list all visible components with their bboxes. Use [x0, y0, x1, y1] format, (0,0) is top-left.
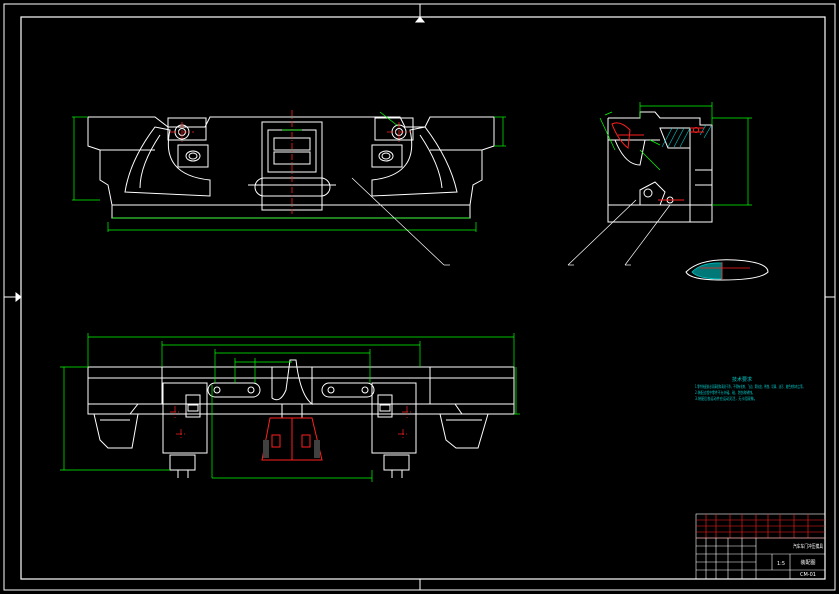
front-view-centerlines: [170, 110, 411, 214]
top-view: [87, 359, 515, 478]
front-view-dimensions: [72, 111, 506, 232]
side-view-red-features: [611, 122, 704, 201]
drawing-scale: 1:5: [777, 561, 785, 567]
note-line: 2.装配过程中零件不允许磕、碰、划伤和锈蚀。: [695, 389, 755, 395]
note-line: 3.装配后各运动件应运动灵活，无卡阻现象。: [695, 395, 757, 401]
sheet-frame: [3, 3, 836, 591]
top-view-dimensions: [60, 333, 520, 482]
side-view-hatch: [661, 124, 712, 148]
section-detail: [685, 259, 769, 281]
side-view-dimensions: [599, 102, 752, 206]
drawing-title: 汽车车门冲压模具: [793, 543, 823, 550]
technical-notes: 技术要求 1.零件装配前必须清理和清洗干净，不得有毛刺、飞边、氧化皮、锈蚀、切屑…: [695, 376, 805, 401]
top-view-centerlines: [170, 406, 412, 440]
note-line: 1.零件装配前必须清理和清洗干净，不得有毛刺、飞边、氧化皮、锈蚀、切屑、油污、着…: [695, 383, 805, 389]
title-block: 汽车车门冲压模具 装配图 CM-01 1:5: [695, 513, 826, 580]
notes-heading: 技术要求: [732, 376, 752, 383]
side-view-leaders: [567, 199, 671, 266]
part-name: 装配图: [800, 559, 815, 566]
front-view-leaders: [351, 177, 450, 266]
drawing-number: CM-01: [800, 572, 816, 578]
front-view: [87, 116, 495, 219]
top-view-gray-fill: [263, 440, 320, 458]
top-view-red-punch: [261, 417, 323, 461]
